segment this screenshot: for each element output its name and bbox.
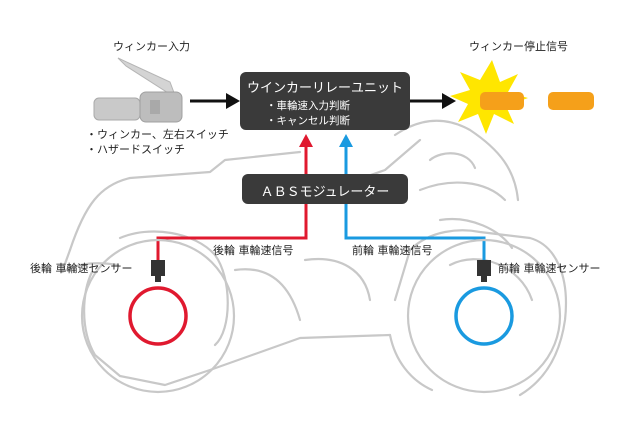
- switch-item-winker-label: ・ウィンカー、左右スイッチ: [86, 128, 229, 141]
- rear-tire-outline: [80, 238, 236, 394]
- winker-stop-signal-label: ウィンカー停止信号: [469, 40, 568, 53]
- rear-sensor-icon: [151, 260, 165, 276]
- front-wheel-ring: [454, 286, 514, 346]
- front-signal-arrowhead: [339, 134, 353, 147]
- abs-modulator-title: ＡＢＳモジュレーター: [260, 185, 390, 200]
- relay-unit-item-1: ・車輪速入力判断: [266, 100, 350, 112]
- switch-item-hazard-label: ・ハザードスイッチ: [86, 143, 185, 156]
- relay-unit-title: ウインカーリレーユニット: [246, 81, 403, 96]
- front-wheel-speed-signal-label: 前輪 車輪速信号: [352, 244, 433, 257]
- winker-relay-unit-box: ウインカーリレーユニット ・車輪速入力判断 ・キャンセル判断: [240, 72, 410, 130]
- winker-input-label: ウィンカー入力: [113, 40, 190, 53]
- rear-signal-arrowhead: [299, 134, 313, 147]
- front-tire-outline: [406, 238, 562, 394]
- motorcycle-outline: [60, 119, 567, 397]
- winker-switch-lever-graphic: [93, 57, 183, 123]
- rear-wheel-speed-signal-label: 後輪 車輪速信号: [213, 244, 294, 257]
- front-sensor-icon: [477, 260, 491, 276]
- rear-wheel-speed-sensor-label: 後輪 車輪速センサー: [30, 262, 133, 275]
- rear-wheel-ring: [128, 286, 188, 346]
- winker-lamp-left: [480, 92, 524, 110]
- winker-lamp-right: [548, 92, 594, 110]
- output-arrow: [410, 93, 456, 109]
- front-wheel-speed-sensor-label: 前輪 車輪速センサー: [498, 262, 601, 275]
- abs-modulator-box: ＡＢＳモジュレーター: [242, 174, 408, 204]
- input-arrow: [190, 93, 240, 109]
- relay-unit-item-2: ・キャンセル判断: [266, 115, 350, 127]
